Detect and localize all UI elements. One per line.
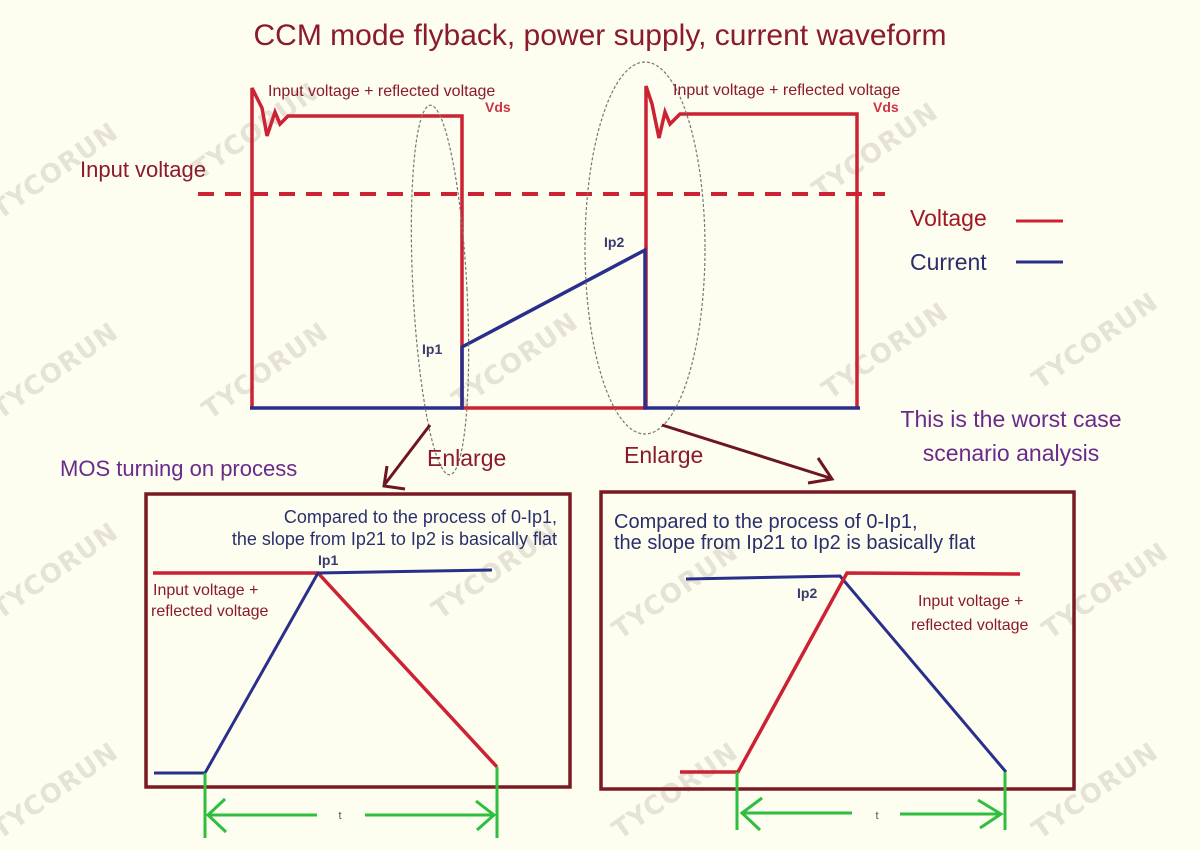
vds-label-1: Vds: [485, 99, 511, 115]
right-time-dimension: t: [735, 772, 1007, 832]
watermark: TYCORUN: [1027, 737, 1164, 846]
left-panel-ip1-label: Ip1: [318, 552, 338, 568]
page-title: CCM mode flyback, power supply, current …: [253, 19, 946, 52]
top-waveform: Input voltage + reflected voltage Vds In…: [80, 61, 900, 476]
arrow-head-left-icon: [382, 465, 406, 491]
ip2-label: Ip2: [604, 234, 624, 250]
right-panel-voltage-curve: [680, 571, 1021, 774]
worst-case-label-line2: scenario analysis: [923, 440, 1099, 466]
right-enlarged-panel: Compared to the process of 0-Ip1, the sl…: [599, 490, 1076, 832]
enlarge-label-right: Enlarge: [624, 442, 703, 468]
worst-case-label-line1: This is the worst case: [900, 406, 1121, 432]
dimension-arrow-left-icon: [739, 796, 763, 832]
right-panel-voltage-label-line2: reflected voltage: [911, 617, 1029, 634]
left-panel-current-curve: [154, 568, 493, 775]
watermark: TYCORUN: [0, 737, 124, 846]
vds-label-2: Vds: [873, 99, 899, 115]
enlarge-annotations: Enlarge Enlarge MOS turning on process T…: [60, 406, 1122, 491]
left-enlarged-panel: Compared to the process of 0-Ip1, the sl…: [144, 492, 572, 838]
watermark: TYCORUN: [607, 737, 744, 846]
legend-current-label: Current: [910, 249, 987, 275]
enlarge-ellipse-right: [584, 61, 706, 435]
peak-voltage-label-1: Input voltage + reflected voltage: [268, 83, 495, 100]
right-panel-border: [599, 490, 1076, 791]
enlarge-label-left: Enlarge: [427, 445, 506, 471]
dimension-arrow-right-icon: [977, 798, 1004, 830]
left-panel-voltage-label-line1: Input voltage +: [153, 582, 258, 599]
arrow-head-right-icon: [807, 457, 835, 485]
right-panel-ip2-label: Ip2: [797, 585, 817, 601]
watermark: TYCORUN: [1027, 287, 1164, 396]
vds-voltage-waveform-1: [250, 87, 646, 410]
watermark: TYCORUN: [1037, 537, 1174, 646]
watermark: TYCORUN: [0, 517, 124, 626]
right-panel-current-curve: [685, 574, 1008, 773]
left-panel-border: [144, 492, 572, 789]
left-panel-note-line2: the slope from Ip21 to Ip2 is basically …: [232, 529, 557, 549]
left-time-dimension: t: [203, 767, 499, 838]
right-panel-note-line1: Compared to the process of 0-Ip1,: [614, 511, 918, 533]
right-time-label: t: [875, 810, 878, 822]
enlarge-ellipse-left: [410, 104, 470, 476]
enlarge-arrow-right: [661, 423, 831, 480]
legend-voltage-label: Voltage: [910, 205, 987, 231]
dimension-arrow-left-icon: [205, 797, 228, 834]
enlarge-arrow-left: [383, 424, 432, 485]
vds-voltage-waveform-2: [644, 85, 859, 408]
dimension-arrow-right-icon: [475, 799, 497, 832]
left-panel-note-line1: Compared to the process of 0-Ip1,: [284, 507, 557, 527]
right-panel-voltage-label-line1: Input voltage +: [918, 593, 1023, 610]
ip1-label: Ip1: [422, 341, 442, 357]
left-panel-voltage-label-line2: reflected voltage: [151, 603, 269, 620]
watermark: TYCORUN: [817, 297, 954, 406]
watermark: TYCORUN: [0, 317, 124, 426]
right-panel-note-line2: the slope from Ip21 to Ip2 is basically …: [614, 532, 976, 554]
left-time-label: t: [338, 810, 341, 822]
input-voltage-label: Input voltage: [80, 157, 206, 182]
peak-voltage-label-2: Input voltage + reflected voltage: [673, 82, 900, 99]
mos-turning-on-label: MOS turning on process: [60, 456, 297, 481]
current-waveform: [250, 247, 860, 410]
legend: Voltage Current: [910, 205, 1063, 275]
